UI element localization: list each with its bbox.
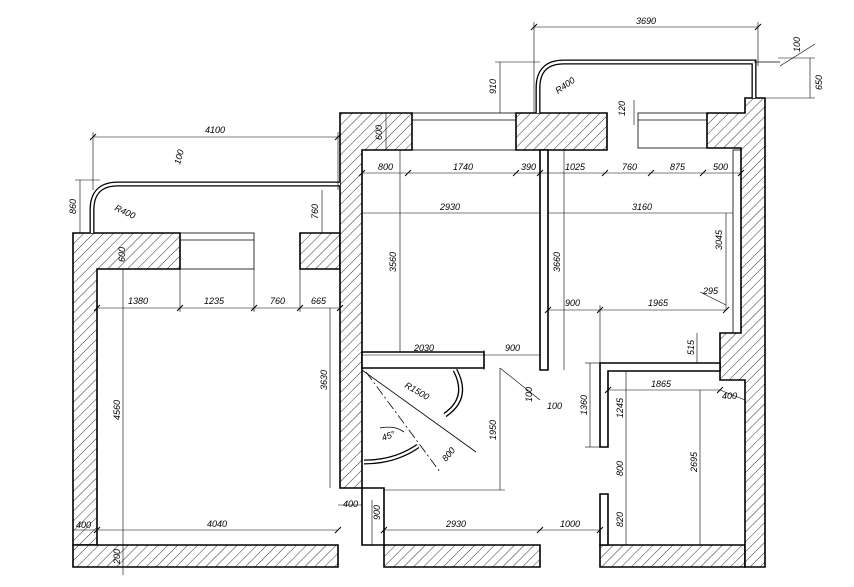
dimension-ticks [89, 23, 762, 534]
dim-760-side: 760 [310, 204, 320, 219]
dim-200: 200 [112, 549, 122, 565]
dim-3690: 3690 [636, 16, 656, 26]
dim-4100: 4100 [205, 125, 225, 135]
dim-1235: 1235 [204, 296, 225, 306]
dimension-labels: 3690 100 650 910 R400 120 4100 100 600 8… [68, 16, 824, 565]
dim-2930-top: 2930 [439, 202, 460, 212]
wall-partition-vertical [539, 149, 549, 371]
dim-2030: 2030 [413, 343, 434, 353]
dim-760-mid: 760 [270, 296, 285, 306]
window-top-right [637, 112, 708, 149]
dim-1865: 1865 [651, 379, 672, 389]
dimension-lines [73, 22, 816, 575]
wall-bottom-left [72, 544, 339, 568]
dim-r400-left: R400 [113, 203, 137, 221]
dim-3630: 3630 [319, 370, 329, 390]
dim-800-r: 800 [615, 461, 625, 476]
dim-515: 515 [686, 339, 696, 355]
window-right-strip [732, 149, 742, 334]
dim-100-a: 100 [524, 387, 534, 402]
wall-top-middle [515, 112, 608, 151]
dim-295: 295 [702, 286, 719, 296]
dim-120: 120 [617, 101, 627, 116]
wall-bottom-right [599, 544, 746, 568]
dim-100-top: 100 [792, 37, 802, 52]
window-top-left [411, 112, 517, 151]
window-left [179, 232, 255, 270]
dim-4560: 4560 [112, 400, 122, 420]
walls [72, 97, 766, 568]
dim-3660: 3660 [552, 252, 562, 272]
dim-4040: 4040 [207, 519, 227, 529]
dim-1025: 1025 [565, 162, 586, 172]
dim-3045: 3045 [714, 229, 724, 250]
dim-900-mid: 900 [565, 298, 580, 308]
dim-r1500: R1500 [403, 380, 431, 402]
dim-100-b: 100 [547, 401, 562, 411]
dim-2930-bottom: 2930 [445, 519, 466, 529]
wall-bottom-mid [383, 544, 541, 568]
dim-910: 910 [488, 79, 498, 94]
dim-1380: 1380 [128, 296, 148, 306]
doors [361, 368, 477, 473]
dim-665: 665 [311, 296, 327, 306]
dim-1965: 1965 [648, 298, 669, 308]
dim-800-top: 800 [378, 162, 393, 172]
dim-1245: 1245 [615, 397, 625, 418]
dim-1950: 1950 [488, 420, 498, 440]
dim-1000: 1000 [560, 519, 580, 529]
dim-3560: 3560 [388, 252, 398, 272]
dim-1740: 1740 [453, 162, 473, 172]
dim-600-left: 600 [117, 247, 127, 262]
dim-500: 500 [713, 162, 728, 172]
dim-400-bottom: 400 [343, 499, 358, 509]
dim-400-left: 400 [76, 520, 91, 530]
dim-860: 860 [68, 199, 78, 214]
dim-600-top: 600 [374, 125, 384, 140]
dim-2695: 2695 [689, 451, 699, 473]
dim-760-top: 760 [622, 162, 637, 172]
dim-45: 45° [380, 429, 397, 443]
dim-800-diag: 800 [440, 445, 457, 463]
wall-stub-left [299, 232, 341, 270]
dim-820: 820 [615, 512, 625, 527]
dim-650: 650 [814, 75, 824, 90]
dim-400-r: 400 [722, 391, 737, 401]
dim-100-pipe: 100 [172, 148, 186, 165]
dim-r400-top: R400 [553, 75, 576, 96]
heating-pipes [89, 59, 780, 233]
windows [179, 112, 742, 334]
dim-3160: 3160 [632, 202, 652, 212]
wall-post-lower [599, 493, 609, 546]
wall-partition-bottom [361, 351, 485, 369]
dim-900-bottom: 900 [372, 505, 382, 520]
wall-hall-stub [361, 487, 385, 546]
dim-390: 390 [521, 162, 536, 172]
wall-center-vertical [339, 112, 413, 489]
dim-875: 875 [670, 162, 686, 172]
dim-900-door: 900 [505, 343, 520, 353]
wall-left [72, 232, 181, 546]
dim-1360: 1360 [579, 395, 589, 415]
